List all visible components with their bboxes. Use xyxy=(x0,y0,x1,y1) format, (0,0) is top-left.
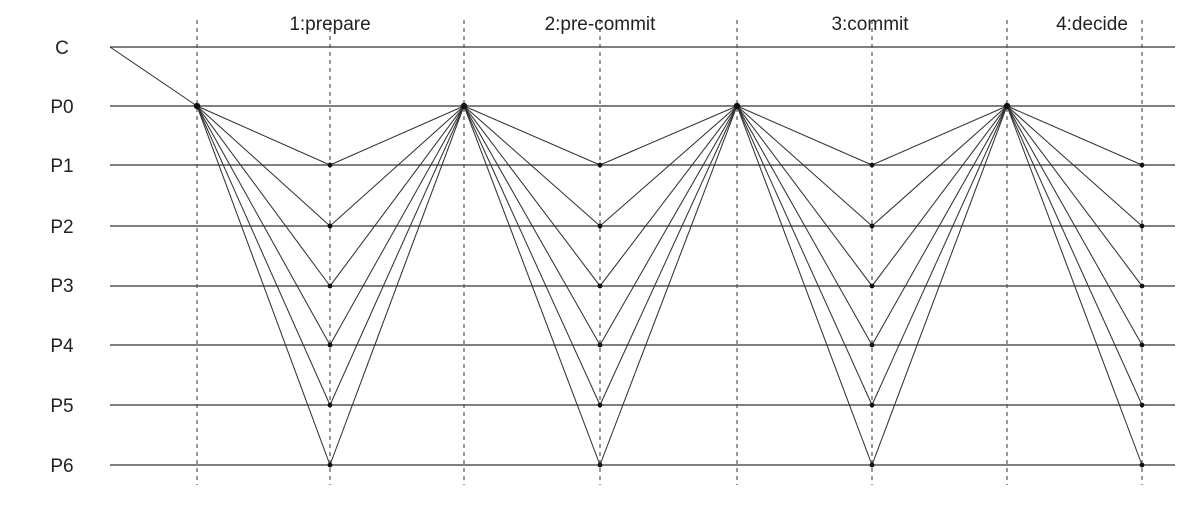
phase-labels: 1:prepare 2:pre-commit 3:commit 4:decide xyxy=(289,14,1128,35)
vote-message xyxy=(329,105,465,346)
receive-point xyxy=(869,462,875,468)
broadcast-message xyxy=(463,105,601,166)
vote-message xyxy=(871,105,1008,466)
broadcast-message xyxy=(463,105,601,287)
process-timelines xyxy=(110,46,1175,466)
phase-dividers xyxy=(196,20,1143,485)
broadcast-message xyxy=(196,105,331,346)
vote-message xyxy=(599,105,738,466)
broadcast-message xyxy=(736,105,873,227)
vote-message xyxy=(599,105,738,406)
vote-message xyxy=(599,105,738,346)
receive-point xyxy=(327,462,333,468)
broadcast-message xyxy=(463,105,601,466)
vote-message xyxy=(871,105,1008,346)
broadcast-message xyxy=(1006,105,1143,466)
receive-point xyxy=(327,162,333,168)
phase-label-pre-commit: 2:pre-commit xyxy=(545,14,657,35)
receive-point xyxy=(1139,402,1145,408)
receive-point xyxy=(327,283,333,289)
receive-point xyxy=(327,402,333,408)
broadcast-message xyxy=(1006,105,1143,227)
broadcast-message xyxy=(736,105,873,346)
receive-point xyxy=(597,402,603,408)
broadcast-message xyxy=(1006,105,1143,406)
vote-message xyxy=(599,105,738,287)
receive-point xyxy=(869,342,875,348)
vote-message xyxy=(599,105,738,166)
broadcast-message xyxy=(196,105,331,227)
broadcast-message xyxy=(736,105,873,166)
receive-point xyxy=(869,162,875,168)
vote-message xyxy=(871,105,1008,406)
vote-message xyxy=(871,105,1008,227)
row-label-p5: P5 xyxy=(50,396,73,417)
broadcast-message xyxy=(736,105,873,466)
vote-message xyxy=(871,105,1008,287)
receive-point xyxy=(327,342,333,348)
broadcast-message xyxy=(463,105,601,227)
broadcast-message xyxy=(736,105,873,406)
vote-message xyxy=(329,105,465,166)
broadcast-message xyxy=(736,105,873,287)
broadcast-message xyxy=(1006,105,1143,287)
request-message xyxy=(109,46,198,107)
receive-point xyxy=(597,223,603,229)
receive-point xyxy=(597,283,603,289)
receive-point xyxy=(1139,223,1145,229)
message-arrows xyxy=(109,46,1143,466)
broadcast-message xyxy=(1006,105,1143,346)
row-label-p1: P1 xyxy=(50,156,73,177)
row-label-p2: P2 xyxy=(50,217,73,238)
receive-point xyxy=(597,462,603,468)
row-label-p6: P6 xyxy=(50,456,73,477)
leader-point xyxy=(460,102,468,110)
receive-point xyxy=(869,402,875,408)
message-endpoints xyxy=(193,102,1145,468)
receive-point xyxy=(1139,162,1145,168)
vote-message xyxy=(329,105,465,287)
phase-label-commit: 3:commit xyxy=(831,14,909,35)
row-label-p4: P4 xyxy=(50,336,74,357)
vote-message xyxy=(329,105,465,227)
receive-point xyxy=(1139,342,1145,348)
vote-message xyxy=(871,105,1008,166)
phase-label-prepare: 1:prepare xyxy=(289,14,370,35)
vote-message xyxy=(329,105,465,466)
receive-point xyxy=(597,162,603,168)
receive-point xyxy=(597,342,603,348)
leader-point xyxy=(1003,102,1011,110)
receive-point xyxy=(869,223,875,229)
receive-point xyxy=(1139,462,1145,468)
broadcast-message xyxy=(463,105,601,346)
broadcast-message xyxy=(463,105,601,406)
phase-label-decide: 4:decide xyxy=(1056,14,1128,35)
vote-message xyxy=(329,105,465,406)
vote-message xyxy=(599,105,738,227)
receive-point xyxy=(869,283,875,289)
leader-point xyxy=(733,102,741,110)
broadcast-message xyxy=(1006,105,1143,166)
broadcast-message xyxy=(196,105,331,406)
broadcast-message xyxy=(196,105,331,166)
broadcast-message xyxy=(196,105,331,466)
receive-point xyxy=(1139,283,1145,289)
row-label-p3: P3 xyxy=(50,276,73,297)
row-label-p0: P0 xyxy=(50,97,73,118)
process-labels: C P0 P1 P2 P3 P4 P5 P6 xyxy=(50,38,74,477)
receive-point xyxy=(327,223,333,229)
broadcast-message xyxy=(196,105,331,287)
row-label-c: C xyxy=(55,38,69,59)
leader-point xyxy=(193,102,201,110)
